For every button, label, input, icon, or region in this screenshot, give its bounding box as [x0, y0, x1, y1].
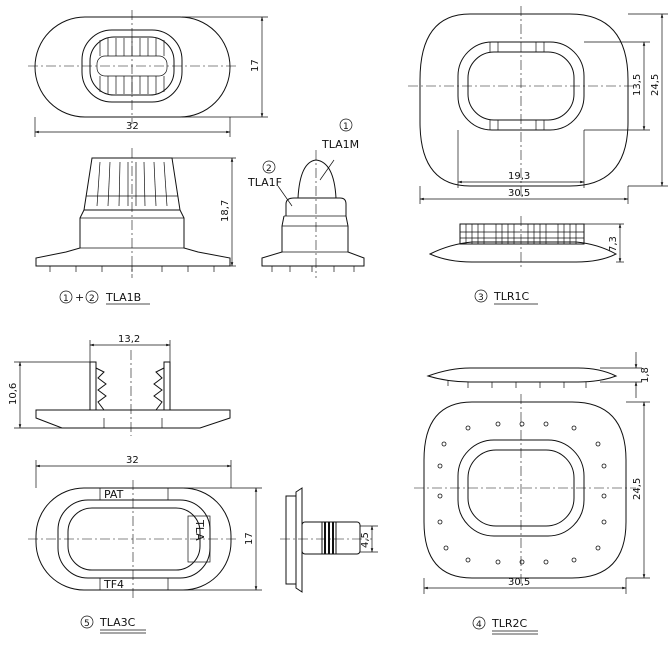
tla3c-caption-num: 5: [84, 619, 90, 629]
callout-1-number: 1: [343, 122, 349, 132]
tlr2c-thickness-label: 1,8: [640, 367, 651, 383]
tlr1c-outer-height-label: 24,5: [650, 74, 661, 96]
tla3c-width-label: 17: [244, 532, 255, 545]
tla3c-side-view: 13,2 10,6: [8, 334, 231, 436]
tla3c-mark-tla: TLA: [193, 519, 206, 541]
tla1-callouts: 1 TLA1M 2 TLA1F: [247, 118, 359, 189]
tla3c-top-view: PAT TF4 TLA 32 17: [28, 455, 262, 598]
tla1b-caption-num1: 1: [63, 294, 69, 304]
tlr1c-caption-num: 3: [478, 293, 484, 303]
tla1b-caption: 1 + 2 TLA1B: [59, 290, 150, 305]
tlr2c-outer-width-label: 30,5: [508, 577, 530, 588]
tlr2c-top-view: 24,5 30,5: [414, 394, 650, 594]
tlr1c-caption: 3 TLR1C: [474, 289, 538, 305]
tlr1c-caption-name: TLR1C: [493, 290, 529, 303]
callout-2-number: 2: [266, 164, 272, 174]
tla1b-width-label: 17: [250, 59, 261, 72]
tla3c-height-label: 10,6: [8, 383, 19, 405]
tlr1c-inner-height-label: 13,5: [632, 74, 643, 96]
tla1-assembly-view: [261, 150, 365, 278]
callout-tla1f: TLA1F: [247, 176, 282, 189]
tla3c-gap-label: 13,2: [118, 334, 140, 345]
tlr2c-caption-name: TLR2C: [491, 617, 527, 630]
tlr1c-outer-width-label: 30,5: [508, 188, 530, 199]
tla3c-pin-label: 4,5: [360, 532, 371, 548]
tla1b-caption-plus: +: [75, 291, 84, 304]
tlr2c-caption-num: 4: [476, 620, 482, 630]
tlr1c-top-view: [408, 6, 636, 196]
tla3c-caption: 5 TLA3C: [80, 615, 146, 634]
tlr2c-side-view: 1,8: [426, 352, 651, 398]
tla1b-height-label: 18,7: [220, 200, 231, 222]
tla1b-caption-name: TLA1B: [105, 291, 141, 304]
tla3c-caption-name: TLA3C: [99, 616, 136, 629]
tlr1c-dimensions: 13,5 24,5 19,3 30,5: [419, 13, 668, 204]
tlr1c-inner-width-label: 19,3: [508, 171, 530, 182]
tla1b-top-view: [28, 10, 238, 124]
tlr2c-caption: 4 TLR2C: [472, 616, 538, 635]
tla3c-mark-pat: PAT: [104, 488, 124, 501]
tla3c-mark-tf4: TF4: [103, 578, 124, 591]
tlr1c-side-view: 7,3: [428, 216, 624, 270]
tla1b-length-label: 32: [126, 121, 139, 132]
tla1b-caption-num2: 2: [89, 294, 95, 304]
callout-tla1m: TLA1M: [321, 138, 359, 151]
tla3c-length-label: 32: [126, 455, 139, 466]
tla3c-pin-view: 4,5: [280, 487, 378, 593]
tlr1c-height-label: 7,3: [608, 236, 619, 252]
tlr2c-outer-height-label: 24,5: [632, 478, 643, 500]
tla1b-side-view: 18,7: [35, 148, 236, 278]
tla1b-dimensions: 32 17: [34, 16, 268, 137]
